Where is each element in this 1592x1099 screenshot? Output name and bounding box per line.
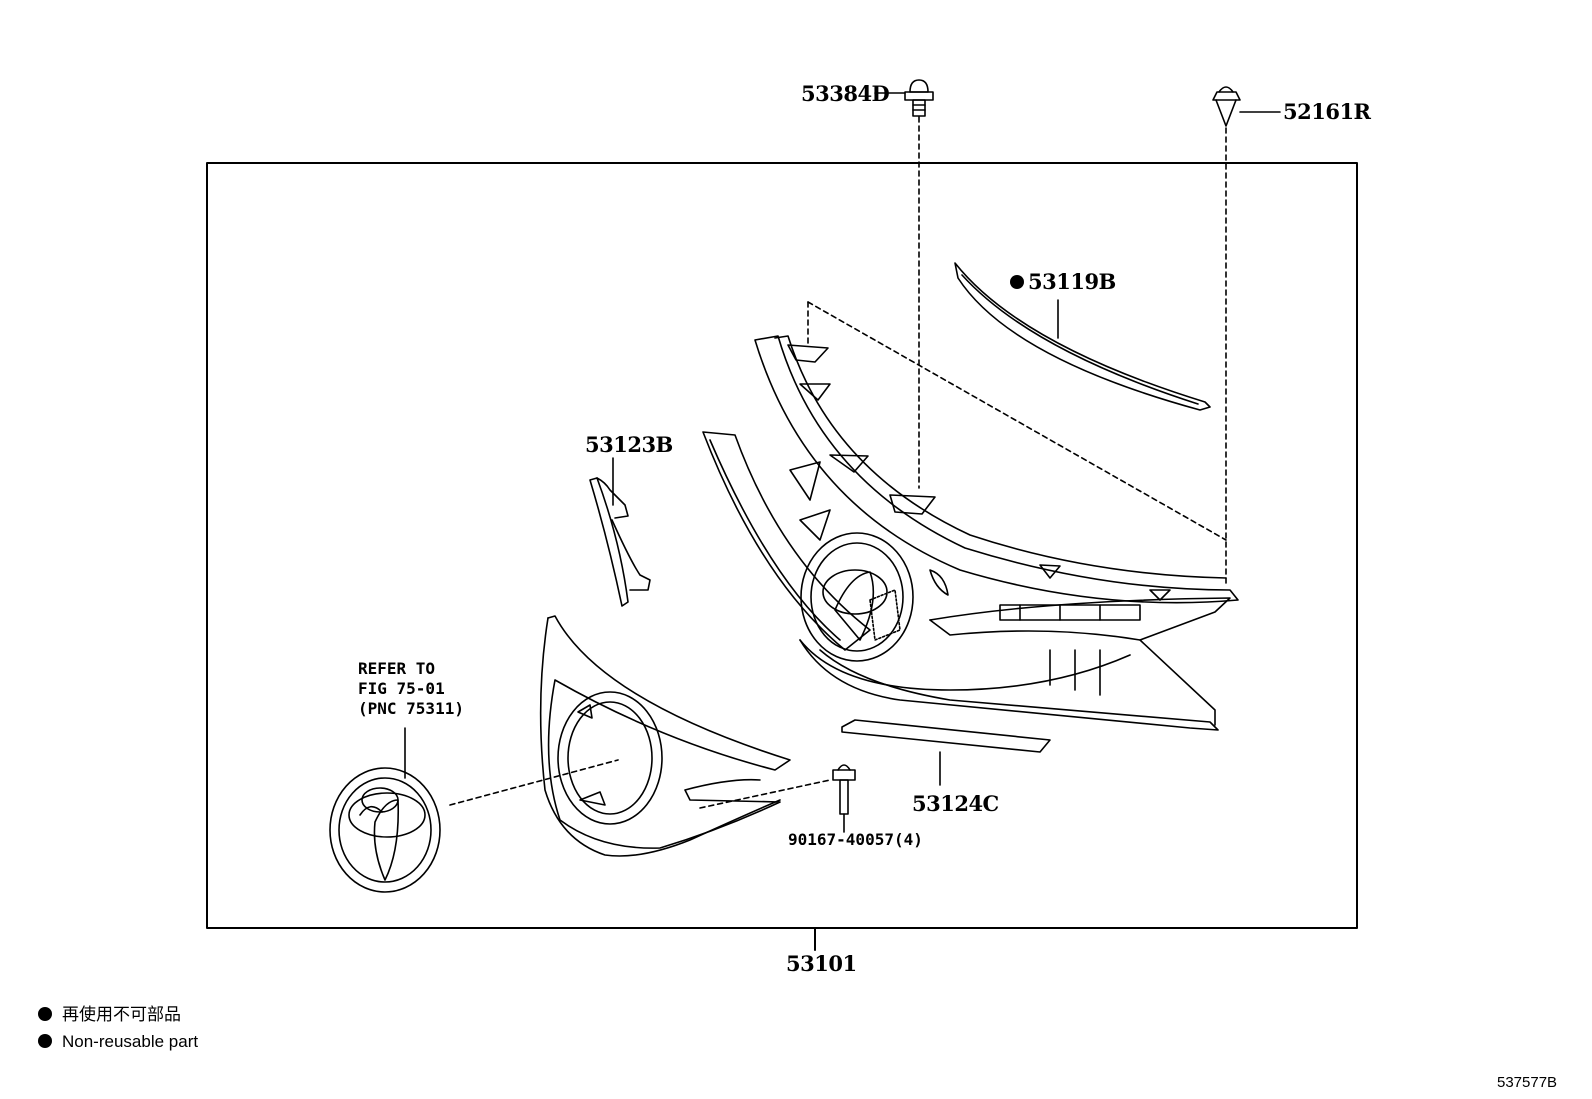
screw-90167 (832, 764, 856, 833)
label-53384D: 53384D (801, 81, 890, 106)
clip-53384D (874, 79, 934, 117)
refer-line-3: (PNC 75311) (358, 699, 464, 718)
label-53124C: 53124C (912, 791, 999, 816)
emblem-refer (329, 727, 441, 893)
refer-line-1: REFER TO (358, 659, 436, 678)
refer-note: REFER TO FIG 75-01 (PNC 75311) (358, 659, 464, 719)
label-90167-40057: 90167-40057(4) (788, 830, 923, 849)
legend-dot-icon (38, 1034, 52, 1048)
legend-en-text: Non-reusable part (62, 1032, 199, 1051)
legend-dot-icon (38, 1007, 52, 1021)
dash-emblem (449, 759, 619, 806)
legend-jp: 再使用不可部品 (38, 1007, 181, 1024)
dash-diagonal (807, 301, 1227, 541)
refer-line-2: FIG 75-01 (358, 679, 445, 698)
diagram-number: 537577B (1497, 1074, 1558, 1091)
non-reusable-dot (1010, 275, 1024, 289)
molding-53123B (589, 457, 651, 607)
legend-jp-text: 再使用不可部品 (62, 1005, 181, 1025)
molding-53119B (954, 262, 1211, 411)
clip-52161R (1212, 86, 1281, 127)
label-53101: 53101 (786, 951, 857, 976)
assembly-frame (206, 162, 1358, 929)
radiator-grille (702, 335, 1239, 731)
legend-en: Non-reusable part (38, 1033, 198, 1050)
label-53119B: 53119B (1028, 269, 1116, 294)
molding-53124C (841, 719, 1051, 786)
label-52161R: 52161R (1283, 99, 1371, 124)
label-53123B: 53123B (585, 432, 673, 457)
lower-bezel (539, 615, 791, 857)
dash-screw (699, 779, 831, 809)
